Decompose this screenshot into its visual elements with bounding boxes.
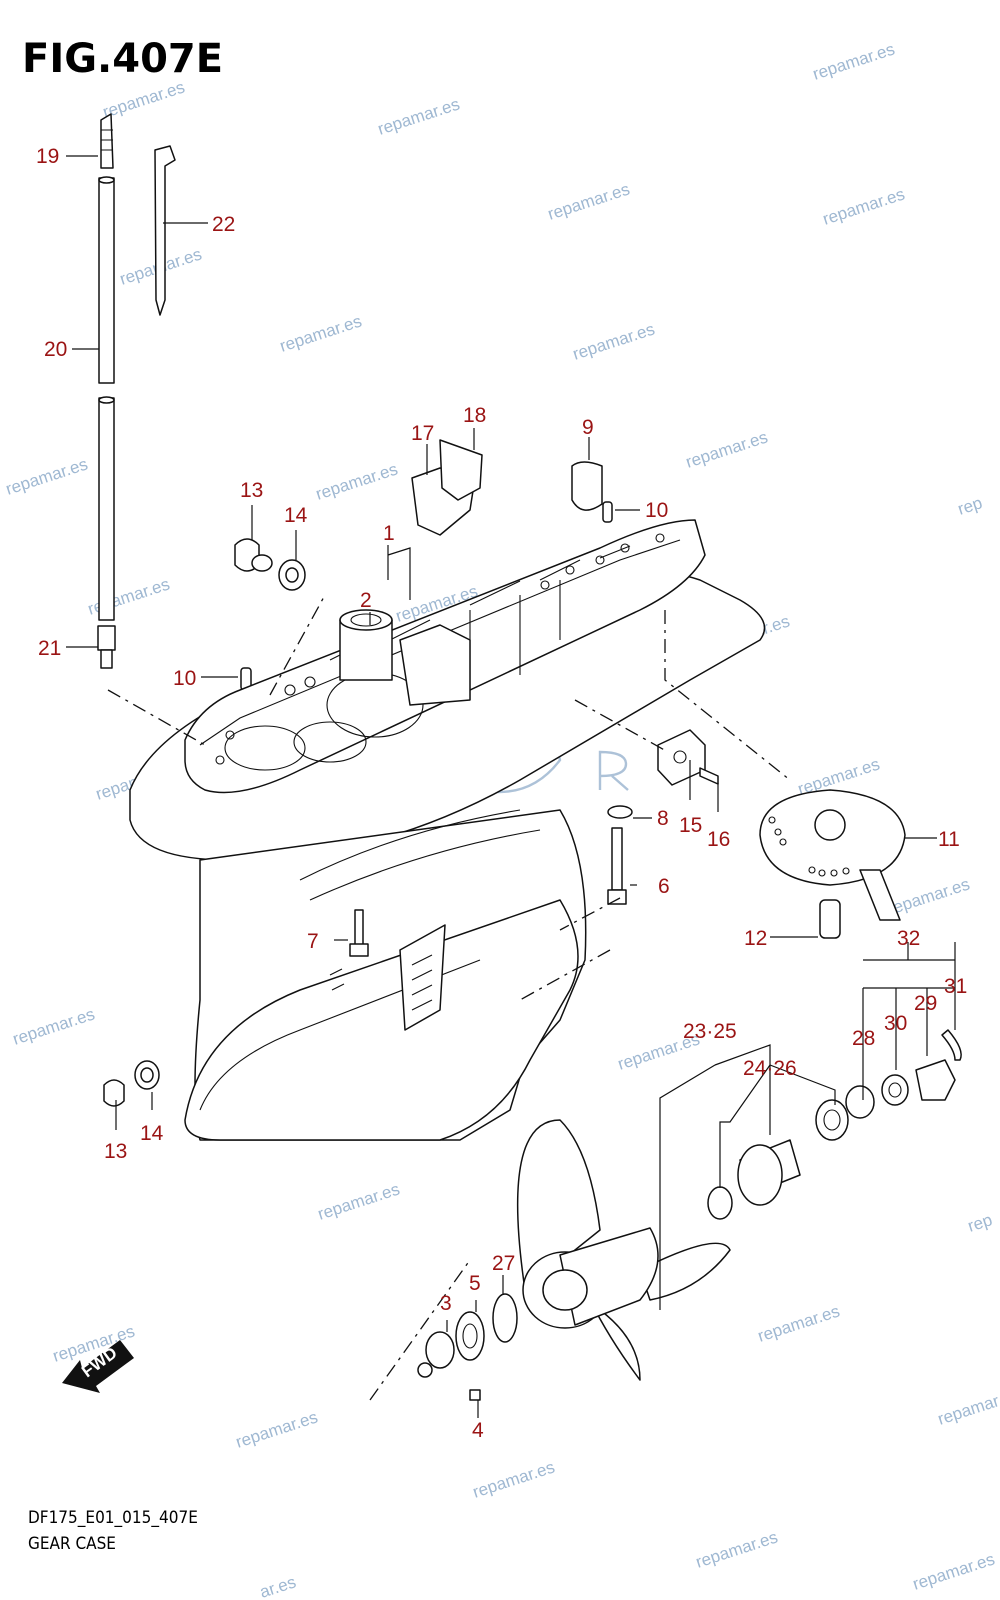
callout-27: 27 xyxy=(492,1252,515,1275)
watermark-text: repamar.es xyxy=(3,454,90,498)
figure-code: DF175_E01_015_407E xyxy=(28,1508,198,1528)
callout-29: 29 xyxy=(914,992,937,1015)
callout-6: 6 xyxy=(658,875,670,898)
dowel-pin xyxy=(602,501,613,523)
watermark-text: repamar.es xyxy=(820,184,907,228)
callout-13b: 13 xyxy=(104,1140,127,1163)
callout-7: 7 xyxy=(307,930,319,953)
callout-18: 18 xyxy=(463,404,486,427)
watermark-text: ar.es xyxy=(257,1572,298,1600)
callout-32: 32 xyxy=(897,927,920,950)
watermark-text: repamar.es xyxy=(470,1457,557,1501)
watermark-text: repamar.es xyxy=(315,1179,402,1223)
watermark-text: repamar.es xyxy=(755,1301,842,1345)
callout-12: 12 xyxy=(744,927,767,950)
oil-plug-upper xyxy=(234,538,306,591)
figure-name: GEAR CASE xyxy=(28,1534,116,1554)
gear-case-housing xyxy=(129,519,766,1141)
callout-19: 19 xyxy=(36,145,59,168)
propeller-assembly xyxy=(417,1029,962,1401)
watermark-text: repamar.es xyxy=(570,319,657,363)
callout-28: 28 xyxy=(852,1027,875,1050)
leader-lines xyxy=(66,155,956,1418)
callout-14: 14 xyxy=(284,504,308,527)
callout-14b: 14 xyxy=(140,1122,164,1145)
callout-10b: 10 xyxy=(645,499,668,522)
callout-31: 31 xyxy=(944,975,967,998)
watermark-text: repamar.es xyxy=(545,179,632,223)
watermark-text: repamar.es xyxy=(885,874,972,918)
watermark-text: repamar.es xyxy=(100,77,187,121)
cable-tie xyxy=(154,145,176,316)
shift-rod-assembly xyxy=(97,113,116,669)
figure-title: FIG.407E xyxy=(22,36,224,82)
callout-15: 15 xyxy=(679,814,702,837)
callout-1: 1 xyxy=(383,522,395,545)
callout-13: 13 xyxy=(240,479,263,502)
watermark-text: repamar.es xyxy=(10,1004,97,1048)
watermark-text: repamar.es xyxy=(375,94,462,138)
watermark-text: rep xyxy=(955,493,984,519)
watermark-text: rep xyxy=(965,1210,994,1236)
watermark-text: repamar.es xyxy=(233,1407,320,1451)
callout-21: 21 xyxy=(38,637,61,660)
assembly-lines xyxy=(107,594,791,1401)
cover-piece xyxy=(571,461,603,511)
callout-11: 11 xyxy=(938,828,960,851)
watermark-text: repamar.es xyxy=(313,459,400,503)
callout-24-26: 24·26 xyxy=(743,1057,797,1080)
callout-20: 20 xyxy=(44,338,67,361)
callout-9: 9 xyxy=(582,416,594,439)
trim-tab-anode xyxy=(759,789,906,939)
watermark-text: repamar xyxy=(935,1391,1000,1429)
anode-assembly xyxy=(349,729,719,957)
water-seal xyxy=(411,439,483,536)
callout-23-25: 23·25 xyxy=(683,1020,737,1043)
callout-5: 5 xyxy=(469,1272,481,1295)
watermark-text: repamar.es xyxy=(810,39,897,83)
callout-3: 3 xyxy=(440,1292,452,1315)
callout-8: 8 xyxy=(657,807,669,830)
callout-2: 2 xyxy=(360,589,372,612)
callout-10: 10 xyxy=(173,667,196,690)
callout-30: 30 xyxy=(884,1012,907,1035)
callout-22: 22 xyxy=(212,213,235,236)
callout-labels: 19 22 20 21 13 14 10 17 18 1 2 9 10 8 15… xyxy=(36,145,967,1442)
callout-16: 16 xyxy=(707,828,730,851)
oil-plug-lower xyxy=(103,1060,160,1107)
watermark-text: repamar.es xyxy=(693,1527,780,1571)
watermark-text: repamar.es xyxy=(683,427,770,471)
watermark-text: repamar.es xyxy=(910,1549,997,1593)
callout-4: 4 xyxy=(472,1419,484,1442)
watermark-text: repamar.es xyxy=(277,311,364,355)
callout-17: 17 xyxy=(411,422,434,445)
